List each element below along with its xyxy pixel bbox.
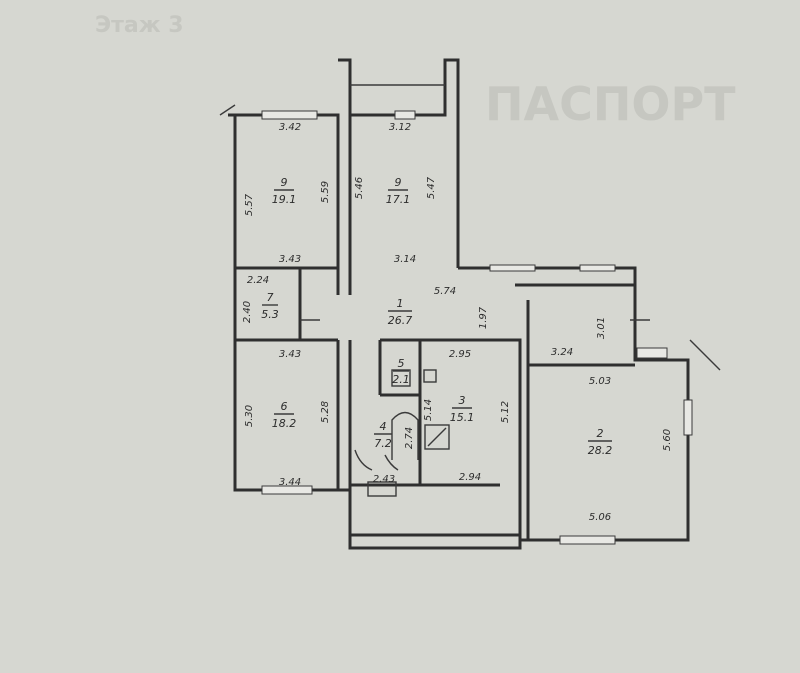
room-4-area: 7.2: [374, 437, 392, 450]
dim-r8-right: 5.59: [320, 181, 331, 203]
room-3-area: 15.1: [450, 411, 475, 424]
room-1-number: 1: [397, 297, 404, 310]
dim-r3-top: 2.95: [449, 349, 471, 360]
windows: [261, 110, 693, 545]
dim-r8-left: 5.57: [244, 193, 255, 216]
dim-r1-width: 5.74: [434, 286, 456, 297]
dim-r4-width: 2.43: [373, 474, 395, 485]
room-9-number: 9: [395, 176, 402, 189]
room-8-number: 9: [281, 176, 288, 189]
room-6-area: 18.2: [272, 417, 297, 430]
dim-r4-height: 2.74: [404, 427, 415, 449]
dim-r6-left: 5.30: [244, 405, 255, 427]
dim-r2-right: 5.60: [662, 429, 673, 451]
floor-label-faint: Этаж 3: [95, 13, 184, 38]
room-5-area: 2.1: [392, 373, 410, 386]
room-4-number: 4: [380, 420, 387, 433]
room-6-number: 6: [281, 400, 288, 413]
dimensions: 3.42 3.43 5.57 5.59 3.12 3.14 5.46 5.47 …: [242, 122, 673, 523]
dim-r8-top: 3.42: [279, 122, 301, 133]
room-labels: 9 19.1 9 17.1 7 5.3 1 26.7 6 18.2 5 2.1 …: [261, 176, 612, 457]
room-8-area: 19.1: [272, 193, 297, 206]
room-2-number: 2: [597, 427, 604, 440]
dim-r9-bottom: 3.14: [394, 254, 416, 265]
room-5-number: 5: [398, 357, 405, 370]
passport-title-faint: ПАСПОРТ: [485, 77, 736, 131]
dim-r2-bottom: 5.06: [589, 512, 611, 523]
dim-r7-top: 2.24: [247, 275, 269, 286]
dim-r9-right: 5.47: [426, 176, 437, 199]
room-7-number: 7: [267, 291, 274, 304]
dim-r7-left: 2.40: [242, 301, 253, 323]
room-7-area: 5.3: [261, 308, 279, 321]
dim-r2-hall-height: 3.01: [596, 317, 607, 339]
dim-r3-right: 5.12: [500, 401, 511, 423]
room-9-area: 17.1: [386, 193, 411, 206]
fixtures: [354, 369, 450, 497]
room-1-area: 26.7: [388, 314, 413, 327]
dim-r1-height: 1.97: [478, 306, 489, 329]
dim-r8-bottom: 3.43: [279, 254, 301, 265]
dim-r3-bottom: 2.94: [459, 472, 481, 483]
room-2-area: 28.2: [588, 444, 613, 457]
dim-r2-hall-width: 3.24: [551, 347, 573, 358]
dim-r9-left: 5.46: [354, 177, 365, 199]
tick-marks: [219, 104, 721, 371]
dim-r9-top: 3.12: [389, 122, 411, 133]
dim-r6-top: 3.43: [279, 349, 301, 360]
room-3-number: 3: [459, 394, 466, 407]
dim-r6-right: 5.28: [320, 401, 331, 423]
dim-r2-top: 5.03: [589, 376, 611, 387]
dim-r3-left: 5.14: [423, 399, 434, 421]
dim-r6-bottom: 3.44: [279, 477, 301, 488]
